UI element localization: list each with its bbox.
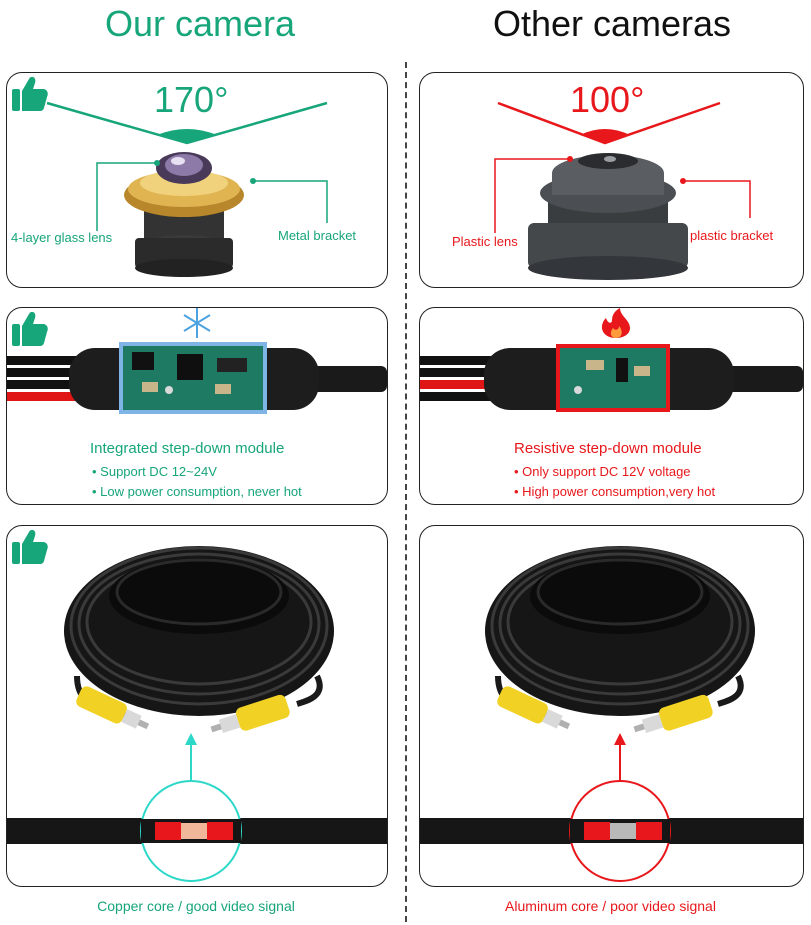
our-cable-panel (6, 525, 388, 887)
our-lens-panel: 170° 4-layer glass lens Metal bracket (6, 72, 388, 288)
other-cameras-header: Other cameras (492, 3, 732, 44)
other-cable-panel (419, 525, 804, 887)
our-glass-lens-label: 4-layer glass lens (11, 230, 113, 245)
other-module-bullet-2: • High power consumption,very hot (514, 484, 716, 499)
thumbs-up-icon (12, 311, 48, 346)
thumbs-up-icon (12, 529, 48, 564)
our-module-bullet-1: • Support DC 12~24V (92, 464, 217, 479)
our-metal-bracket-label: Metal bracket (278, 228, 357, 243)
our-module-illustration (7, 308, 387, 414)
our-module-panel: Integrated step-down module • Support DC… (6, 307, 388, 505)
fire-icon (601, 308, 630, 338)
thumbs-up-icon (12, 76, 48, 111)
other-module-title: Resistive step-down module (514, 440, 702, 457)
other-plastic-bracket-label: plastic bracket (690, 228, 774, 243)
our-camera-header: Our camera (104, 3, 296, 44)
other-lens-panel: 100° Plastic lens plastic bracket (419, 72, 804, 288)
other-lens-illustration (494, 101, 751, 280)
other-module-panel: Resistive step-down module • Only suppor… (419, 307, 804, 505)
center-divider (405, 62, 407, 922)
aluminum-core-caption: Aluminum core / poor video signal (505, 898, 716, 914)
other-plastic-lens-label: Plastic lens (452, 234, 518, 249)
our-cable-illustration (7, 529, 387, 882)
snowflake-icon (183, 308, 211, 338)
copper-core-caption: Copper core / good video signal (97, 898, 295, 914)
other-cable-illustration (420, 546, 803, 882)
other-view-angle: 100° (570, 79, 645, 120)
our-view-angle: 170° (154, 79, 229, 120)
other-module-bullet-1: • Only support DC 12V voltage (514, 464, 691, 479)
our-module-bullet-2: • Low power consumption, never hot (92, 484, 302, 499)
our-module-title: Integrated step-down module (90, 440, 285, 457)
our-lens-illustration (12, 76, 328, 277)
other-module-illustration (420, 308, 803, 412)
